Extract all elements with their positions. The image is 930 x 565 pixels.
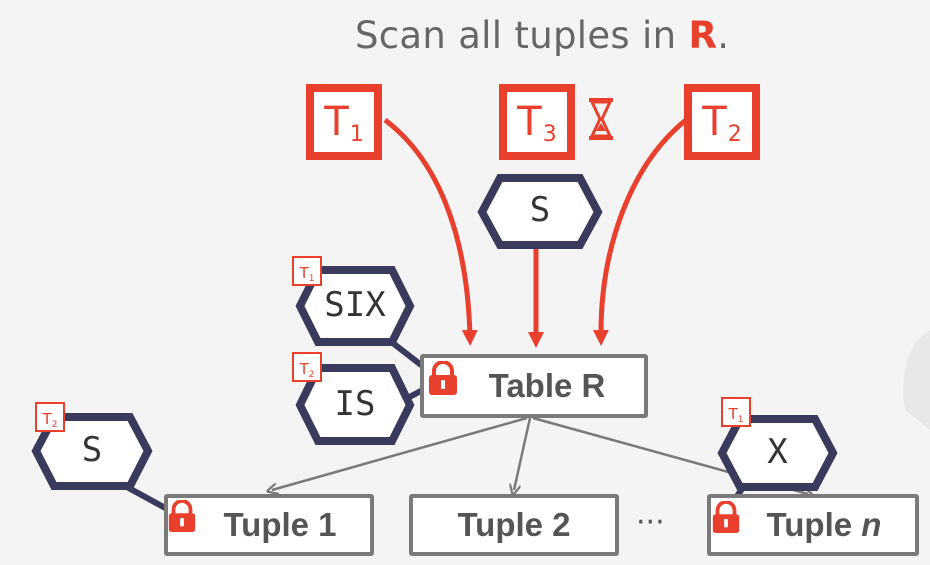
txn-t2-sub: 2 xyxy=(727,122,742,147)
hourglass-icon xyxy=(589,98,613,140)
pending-s-lock-label: S xyxy=(529,190,551,230)
title-prefix: Scan all tuples in xyxy=(355,14,689,57)
txn-t3: T3 xyxy=(499,84,575,160)
pending-s-lock-badge xyxy=(477,174,603,249)
tuplen-lock-icon xyxy=(712,501,740,534)
tuple1-owner-tag: T2 xyxy=(35,402,65,432)
txn-t1-letter: T xyxy=(324,99,349,145)
is-owner-sub: 2 xyxy=(308,370,315,380)
is-lock-label: IS xyxy=(334,384,376,424)
tuple1-owner-sub: 2 xyxy=(51,420,58,430)
is-owner-letter: T xyxy=(299,360,309,378)
six-lock-label: SIX xyxy=(324,285,386,325)
tuplen-owner-sub: 1 xyxy=(737,415,744,425)
table-r-node: Table R xyxy=(420,354,648,418)
txn-t1: T1 xyxy=(306,84,382,160)
tuplen-lock-label: X xyxy=(767,432,788,472)
tuple1-owner-letter: T xyxy=(42,410,52,428)
tuplen-x-lock-badge xyxy=(717,415,838,491)
more-tuples-ellipsis: ··· xyxy=(636,505,665,540)
title-suffix: . xyxy=(717,14,730,57)
table-lock-icon xyxy=(429,361,457,395)
title-relation: R xyxy=(688,14,718,57)
txn-t2: T2 xyxy=(684,84,760,160)
is-owner-tag: T2 xyxy=(292,352,322,382)
t2-request-arrow xyxy=(592,118,688,346)
tuple-n-variable: n xyxy=(861,506,882,543)
t1-request-arrow xyxy=(383,118,478,346)
six-owner-sub: 1 xyxy=(308,274,315,284)
tuplen-owner-letter: T xyxy=(728,405,738,423)
txn-t2-letter: T xyxy=(702,99,727,145)
six-lock-badge xyxy=(295,266,415,346)
tuple1-s-lock-badge xyxy=(31,413,153,490)
txn-t3-letter: T xyxy=(517,99,542,145)
slide-title: Scan all tuples in R. xyxy=(355,14,729,57)
table-to-tuple1-arrow xyxy=(272,416,528,490)
tuple1-lock-label: S xyxy=(81,430,103,470)
tuple-1-node: Tuple 1 xyxy=(164,494,374,556)
is-lock-badge xyxy=(295,364,415,445)
tuplen-owner-tag: T1 xyxy=(721,397,751,427)
tuple-n-node: Tuple n xyxy=(707,494,919,556)
table-to-tuple2-arrow xyxy=(514,417,532,490)
txn-t1-sub: 1 xyxy=(349,122,364,147)
background-shape xyxy=(903,330,930,430)
txn-t3-sub: 3 xyxy=(542,122,557,147)
six-owner-letter: T xyxy=(299,264,309,282)
tuple-n-prefix: Tuple xyxy=(766,506,862,543)
six-owner-tag: T1 xyxy=(292,256,322,286)
tuple-2-node: Tuple 2 xyxy=(409,494,619,556)
tuple1-lock-icon xyxy=(168,500,196,533)
